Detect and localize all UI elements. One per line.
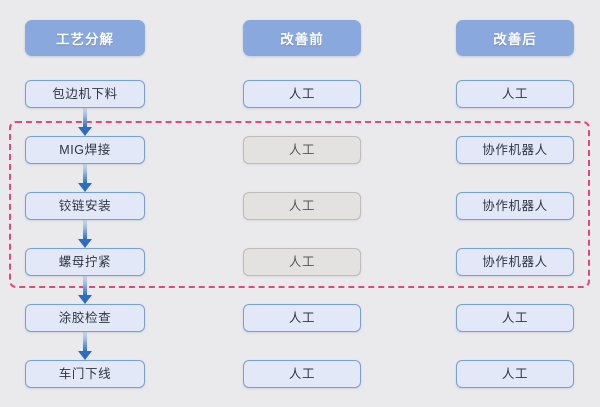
node-label: 螺母拧紧 <box>58 254 112 269</box>
node-label: 人工 <box>288 366 316 381</box>
node-before-row-6[interactable]: 人工 <box>243 360 361 388</box>
arrow-head-icon <box>78 295 92 304</box>
column-header-process-breakdown: 工艺分解 <box>25 20 145 56</box>
node-label: 人工 <box>288 86 316 101</box>
node-after-row-3[interactable]: 协作机器人 <box>456 192 574 220</box>
node-label: 人工 <box>288 254 316 269</box>
node-before-row-3[interactable]: 人工 <box>243 192 361 220</box>
arrow-shaft <box>83 164 87 184</box>
arrow-shaft <box>83 276 87 296</box>
node-after-row-2[interactable]: 协作机器人 <box>456 136 574 164</box>
flow-arrow-down-4 <box>78 276 92 304</box>
node-label: 协作机器人 <box>482 198 548 213</box>
node-process-row-6[interactable]: 车门下线 <box>25 360 145 388</box>
node-label: 人工 <box>501 86 529 101</box>
node-label: 涂胶检查 <box>58 310 112 325</box>
node-before-row-2[interactable]: 人工 <box>243 136 361 164</box>
flow-arrow-down-2 <box>78 164 92 192</box>
node-process-row-2[interactable]: MIG焊接 <box>25 136 145 164</box>
arrow-head-icon <box>78 127 92 136</box>
arrow-head-icon <box>78 239 92 248</box>
node-process-row-5[interactable]: 涂胶检查 <box>25 304 145 332</box>
node-label: 人工 <box>501 366 529 381</box>
highlight-region-dashed <box>9 121 590 288</box>
arrow-shaft <box>83 108 87 128</box>
column-header-label: 工艺分解 <box>56 32 114 47</box>
node-label: 协作机器人 <box>482 142 548 157</box>
node-before-row-5[interactable]: 人工 <box>243 304 361 332</box>
node-label: 包边机下料 <box>52 86 118 101</box>
node-label: 铰链安装 <box>58 198 112 213</box>
node-label: 人工 <box>501 310 529 325</box>
node-after-row-5[interactable]: 人工 <box>456 304 574 332</box>
node-process-row-3[interactable]: 铰链安装 <box>25 192 145 220</box>
column-header-after-improvement: 改善后 <box>456 20 574 56</box>
node-process-row-4[interactable]: 螺母拧紧 <box>25 248 145 276</box>
node-after-row-6[interactable]: 人工 <box>456 360 574 388</box>
arrow-shaft <box>83 332 87 352</box>
arrow-shaft <box>83 220 87 240</box>
node-label: 人工 <box>288 142 316 157</box>
node-label: 协作机器人 <box>482 254 548 269</box>
node-after-row-1[interactable]: 人工 <box>456 80 574 108</box>
column-header-label: 改善前 <box>280 32 324 47</box>
node-label: 人工 <box>288 310 316 325</box>
arrow-head-icon <box>78 183 92 192</box>
flow-arrow-down-3 <box>78 220 92 248</box>
arrow-head-icon <box>78 351 92 360</box>
column-header-before-improvement: 改善前 <box>243 20 361 56</box>
node-before-row-1[interactable]: 人工 <box>243 80 361 108</box>
node-before-row-4[interactable]: 人工 <box>243 248 361 276</box>
node-label: 人工 <box>288 198 316 213</box>
node-process-row-1[interactable]: 包边机下料 <box>25 80 145 108</box>
node-after-row-4[interactable]: 协作机器人 <box>456 248 574 276</box>
column-header-label: 改善后 <box>493 32 537 47</box>
node-label: MIG焊接 <box>59 142 111 157</box>
flow-arrow-down-5 <box>78 332 92 360</box>
flow-arrow-down-1 <box>78 108 92 136</box>
node-label: 车门下线 <box>58 366 112 381</box>
